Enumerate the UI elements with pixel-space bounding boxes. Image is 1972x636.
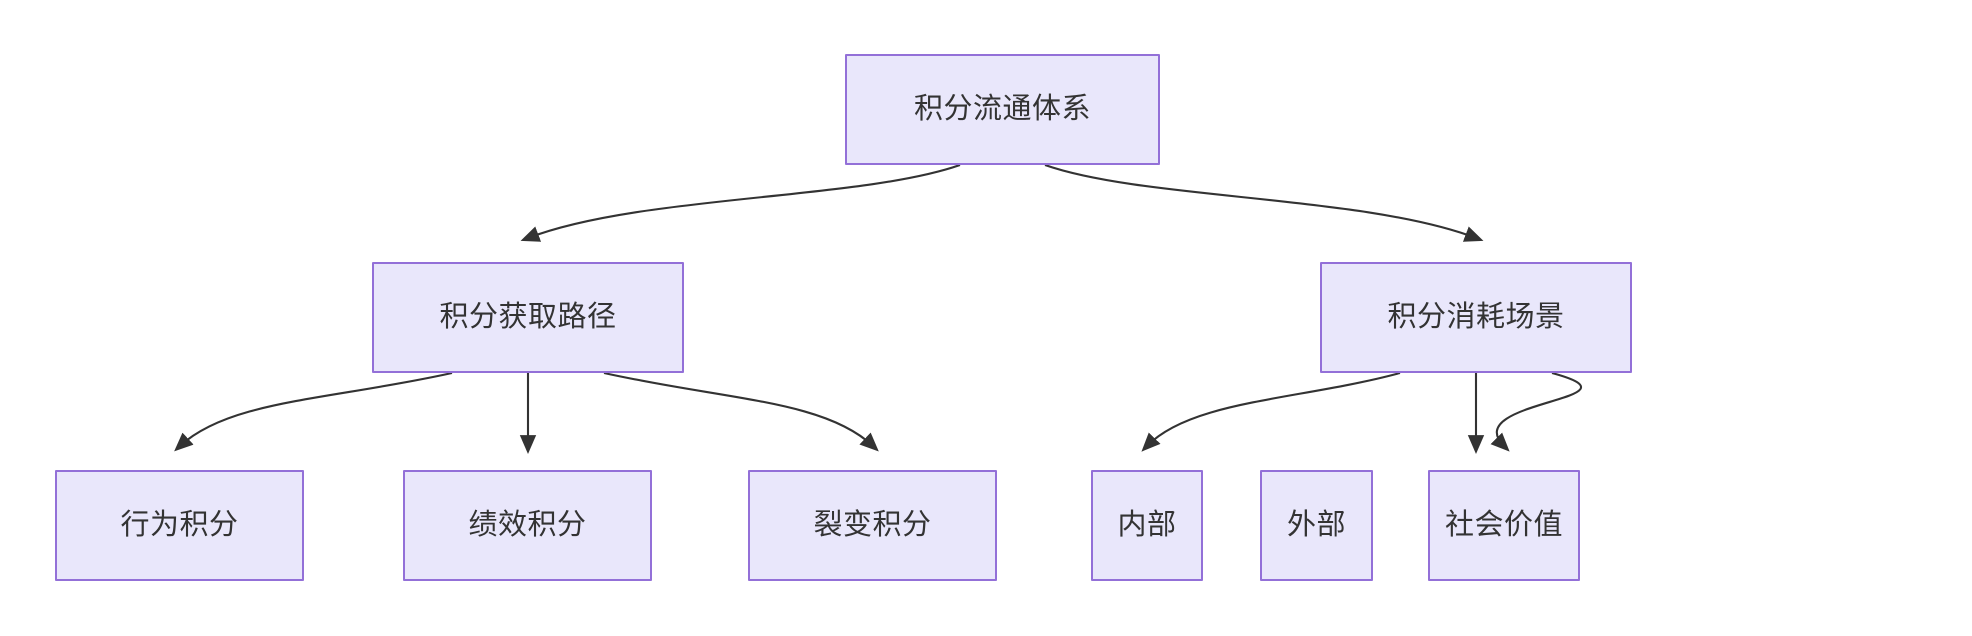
flow-node-label: 绩效积分 — [468, 509, 587, 542]
flow-node-internal[interactable]: 内部 — [1091, 470, 1203, 581]
flow-node-label: 积分消耗场景 — [1387, 301, 1565, 334]
flow-node-label: 积分流通体系 — [913, 93, 1091, 126]
flow-node-performance[interactable]: 绩效积分 — [403, 470, 652, 581]
flow-node-earn[interactable]: 积分获取路径 — [372, 262, 684, 373]
flow-node-social-value[interactable]: 社会价值 — [1428, 470, 1580, 581]
flow-node-label: 行为积分 — [120, 509, 239, 542]
flow-node-label: 外部 — [1286, 509, 1346, 542]
flow-node-fission[interactable]: 裂变积分 — [748, 470, 997, 581]
flow-node-root[interactable]: 积分流通体系 — [845, 54, 1160, 165]
edge-earn-to-fission — [603, 371, 879, 452]
edge-spend-to-social-value — [1490, 371, 1583, 452]
flow-node-label: 内部 — [1117, 509, 1177, 542]
flow-node-behavior[interactable]: 行为积分 — [55, 470, 304, 581]
flow-node-external[interactable]: 外部 — [1260, 470, 1373, 581]
edge-root-to-earn — [520, 164, 961, 242]
flow-node-label: 社会价值 — [1444, 509, 1563, 542]
edge-root-to-spend — [1044, 164, 1484, 242]
flow-node-label: 积分获取路径 — [439, 301, 617, 334]
flow-node-spend[interactable]: 积分消耗场景 — [1320, 262, 1632, 373]
edge-spend-to-internal — [1141, 371, 1401, 452]
flow-node-label: 裂变积分 — [813, 509, 932, 542]
edge-earn-to-behavior — [174, 371, 453, 452]
